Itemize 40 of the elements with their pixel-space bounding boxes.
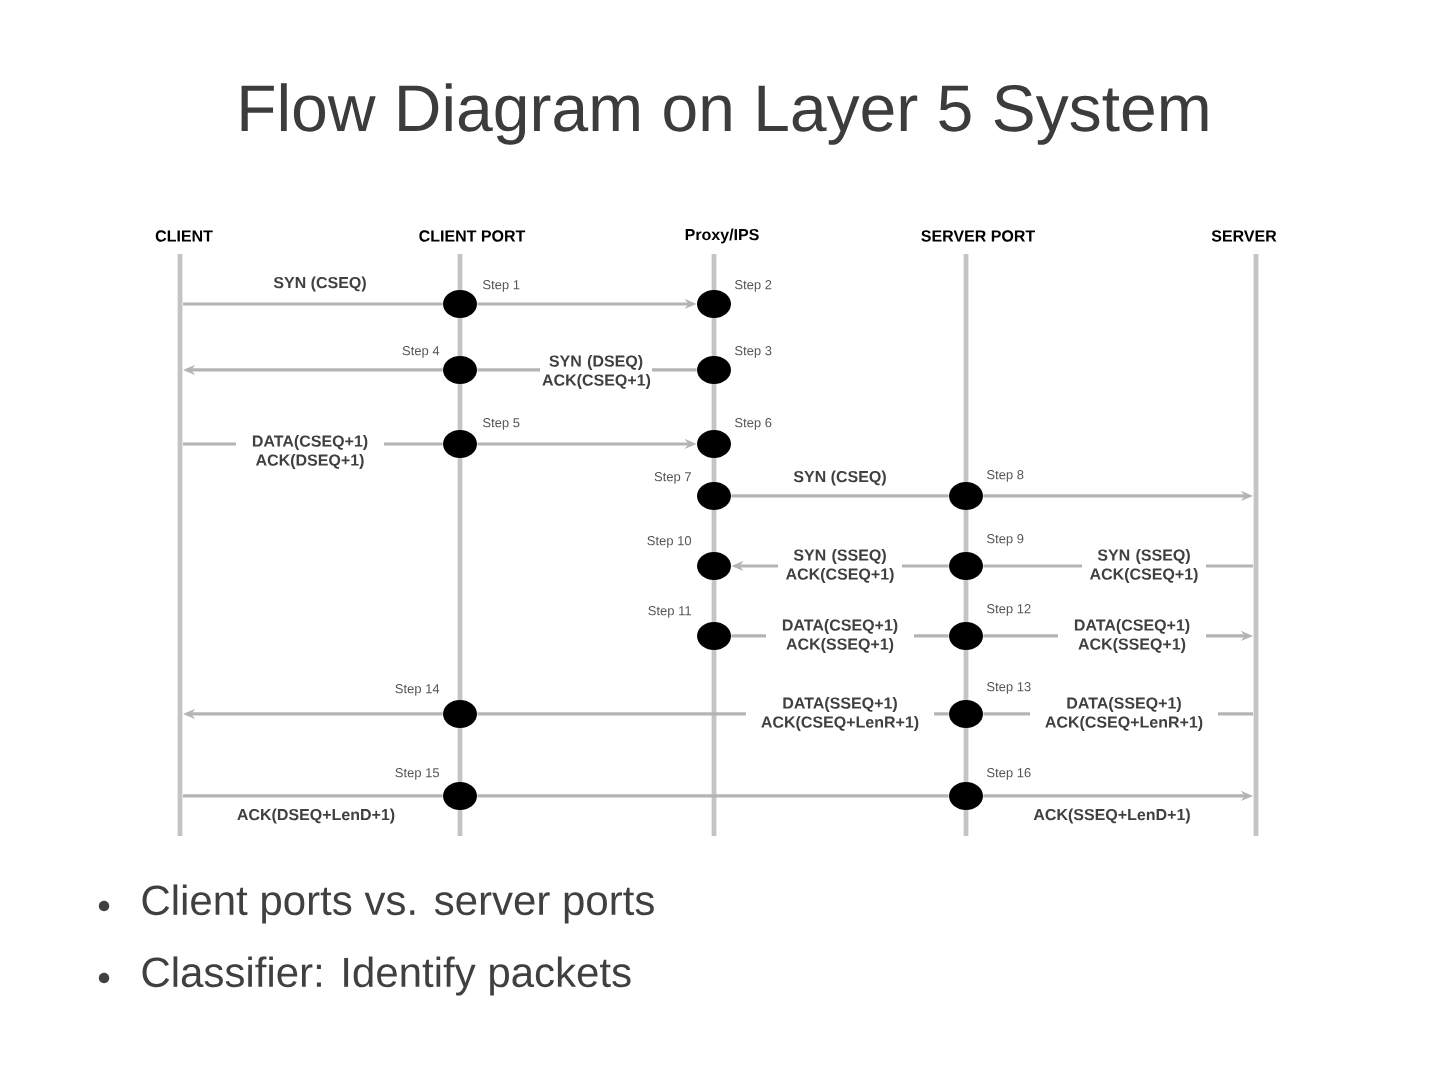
participant-label: SERVER <box>1211 230 1277 242</box>
event-dot <box>949 552 983 580</box>
message-label: SYN (DSEQ) ACK(CSEQ+1) <box>540 353 652 391</box>
event-dot <box>443 289 477 318</box>
event-dot <box>697 621 731 650</box>
event-dot <box>697 482 731 510</box>
event-dot <box>443 356 477 384</box>
event-dot <box>949 699 983 728</box>
event-dot <box>443 430 477 458</box>
message-label: DATA(SSEQ+1) ACK(CSEQ+LenR+1) <box>746 695 934 733</box>
message-line <box>183 302 443 306</box>
event-dot <box>697 552 731 580</box>
event-dot <box>949 621 983 650</box>
message-label: SYN (CSEQ) <box>791 468 889 488</box>
message-label: DATA(SSEQ+1) ACK(CSEQ+LenR+1) <box>1030 695 1218 733</box>
bullet-text: Classifier: Identify packets <box>142 956 631 996</box>
event-dot <box>443 781 477 810</box>
message-line <box>731 494 949 498</box>
bullet-text: Client ports vs. server ports <box>142 884 654 924</box>
message-label: SYN (CSEQ) <box>271 274 369 294</box>
event-dot <box>949 482 983 510</box>
event-dot <box>443 699 477 728</box>
message-label: SYN (SSEQ) ACK(CSEQ+1) <box>1082 547 1206 585</box>
message-label: DATA(CSEQ+1) ACK(SSEQ+1) <box>766 617 914 655</box>
message-line <box>183 794 443 798</box>
message-line <box>477 794 949 798</box>
event-dot <box>697 430 731 458</box>
title: Flow Diagram on Layer 5 System <box>241 83 1208 145</box>
event-dot <box>697 289 731 318</box>
message-label: DATA(CSEQ+1) ACK(SSEQ+1) <box>1058 617 1206 655</box>
event-dot <box>949 781 983 810</box>
message-label: DATA(CSEQ+1) ACK(DSEQ+1) <box>236 433 384 471</box>
participant-label: CLIENT <box>155 230 213 242</box>
message-label: SYN (SSEQ) ACK(CSEQ+1) <box>778 547 902 585</box>
message-label: ACK(DSEQ+LenD+1) <box>234 806 398 826</box>
message-label: ACK(SSEQ+LenD+1) <box>1031 806 1193 826</box>
participant-label: CLIENT PORT <box>419 230 526 242</box>
participant-label: Proxy/IPS <box>685 228 759 244</box>
participant-label: SERVER PORT <box>921 230 1035 242</box>
event-dot <box>697 356 731 384</box>
